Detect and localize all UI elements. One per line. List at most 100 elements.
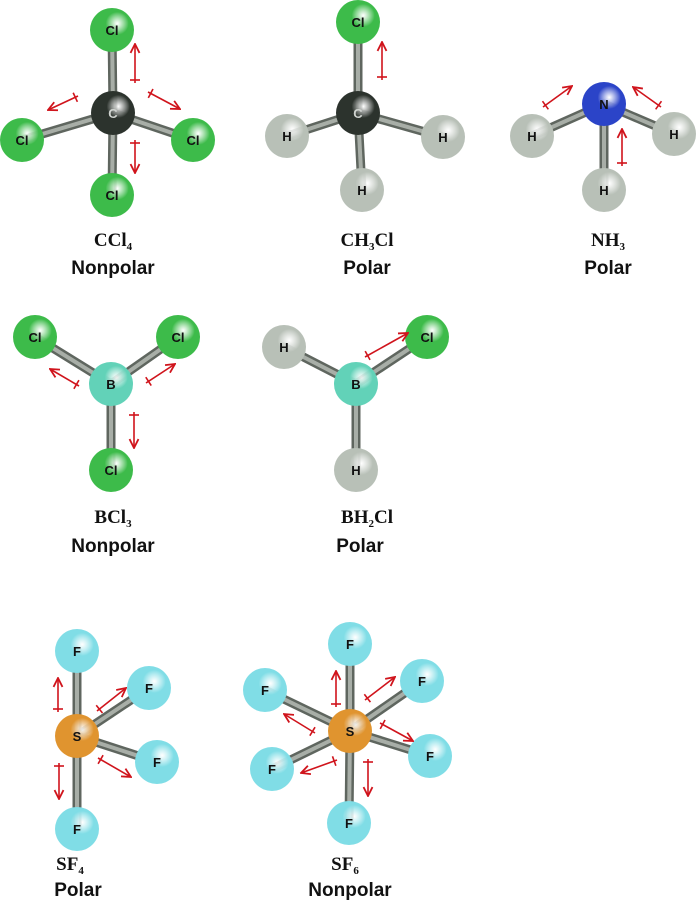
formula-nh3: NH3 [591, 230, 625, 253]
atom-f: F [250, 747, 294, 791]
atom-symbol: F [345, 816, 353, 831]
atom-f: F [55, 629, 99, 673]
dipole-arrow [50, 369, 80, 390]
atom-f: F [400, 659, 444, 703]
atom-h: H [421, 115, 465, 159]
dipole-arrow [130, 44, 140, 83]
central-atom-s: S [328, 709, 372, 753]
atom-sphere [405, 315, 449, 359]
polarity-bh2cl: Polar [336, 536, 384, 557]
atom-symbol: Cl [106, 23, 119, 38]
polarity-bcl3: Nonpolar [71, 536, 155, 557]
dipole-arrow [379, 719, 413, 741]
atom-symbol: F [153, 755, 161, 770]
atom-symbol: F [426, 749, 434, 764]
dipole-arrow [541, 86, 572, 110]
atom-symbol: S [73, 729, 82, 744]
atom-symbol: H [357, 183, 366, 198]
atom-f: F [408, 734, 452, 778]
molecule-ch3cl: ClH H H C [265, 0, 465, 212]
atom-sphere [243, 668, 287, 712]
atom-sphere [334, 448, 378, 492]
dipole-arrow [633, 87, 663, 110]
atom-sphere [89, 362, 133, 406]
dipole-cross [147, 88, 154, 99]
atom-f: F [328, 622, 372, 666]
atom-sphere [13, 315, 57, 359]
atom-sphere [265, 114, 309, 158]
central-atom-s: S [55, 714, 99, 758]
atom-symbol: C [108, 106, 118, 121]
polarity-ch3cl: Polar [343, 258, 391, 279]
dipole-arrow [95, 688, 126, 714]
atom-h: H [262, 325, 306, 369]
dipole-cross [145, 376, 152, 386]
atom-symbol: F [418, 674, 426, 689]
atom-symbol: H [669, 127, 678, 142]
atom-symbol: Cl [16, 133, 29, 148]
formula-bcl3: BCl3 [94, 507, 132, 530]
atom-h: H [340, 168, 384, 212]
atom-symbol: F [73, 644, 81, 659]
atom-sphere [582, 82, 626, 126]
polarity-sf6: Nonpolar [308, 880, 392, 901]
atom-cl: Cl [336, 0, 380, 44]
molecule-sf6: F F F F F F S [243, 622, 452, 845]
atom-f: F [243, 668, 287, 712]
molecule-bh2cl: H ClH B [262, 315, 449, 492]
atom-symbol: F [268, 762, 276, 777]
atom-symbol: F [261, 683, 269, 698]
atom-symbol: Cl [172, 330, 185, 345]
dipole-cross [364, 350, 371, 361]
polarity-sf4: Polar [54, 880, 102, 901]
dipole-cross [95, 704, 104, 714]
formula-bh2cl: BH2Cl [341, 507, 393, 530]
atom-symbol: F [145, 681, 153, 696]
formula-ch3cl: CH3Cl [340, 230, 394, 253]
polarity-nh3: Polar [584, 258, 632, 279]
atom-cl: Cl [13, 315, 57, 359]
atom-symbol: H [279, 340, 288, 355]
atom-sphere [156, 315, 200, 359]
atom-sphere [135, 740, 179, 784]
atom-symbol: B [351, 377, 360, 392]
atom-f: F [135, 740, 179, 784]
dipole-arrow [363, 759, 373, 796]
atom-symbol: Cl [421, 330, 434, 345]
atom-symbol: C [353, 106, 363, 121]
atom-sphere [90, 8, 134, 52]
atom-symbol: H [282, 129, 291, 144]
atom-h: H [652, 112, 696, 156]
dipole-arrow [331, 671, 341, 707]
atom-f: F [127, 666, 171, 710]
atom-sphere [262, 325, 306, 369]
atom-symbol: H [527, 129, 536, 144]
atom-cl: Cl [0, 118, 44, 162]
dipole-cross [73, 379, 80, 390]
atom-symbol: H [351, 463, 360, 478]
dipole-arrow [377, 42, 387, 80]
dipole-cross [379, 719, 386, 730]
dipole-cross [541, 100, 550, 110]
atom-sphere [328, 709, 372, 753]
dipole-arrow [48, 92, 79, 110]
dipole-cross [97, 754, 104, 765]
atom-symbol: H [438, 130, 447, 145]
atom-sphere [334, 362, 378, 406]
atom-cl: Cl [171, 118, 215, 162]
dipole-arrow [147, 88, 180, 109]
atom-symbol: B [106, 377, 115, 392]
dipole-arrow [364, 333, 408, 361]
atom-f: F [55, 807, 99, 851]
atom-symbol: N [599, 97, 608, 112]
molecule-sf4: F F F F S [53, 629, 179, 851]
central-atom-c: C [91, 91, 135, 135]
atom-h: H [265, 114, 309, 158]
dipole-cross [309, 726, 316, 737]
atom-symbol: F [346, 637, 354, 652]
